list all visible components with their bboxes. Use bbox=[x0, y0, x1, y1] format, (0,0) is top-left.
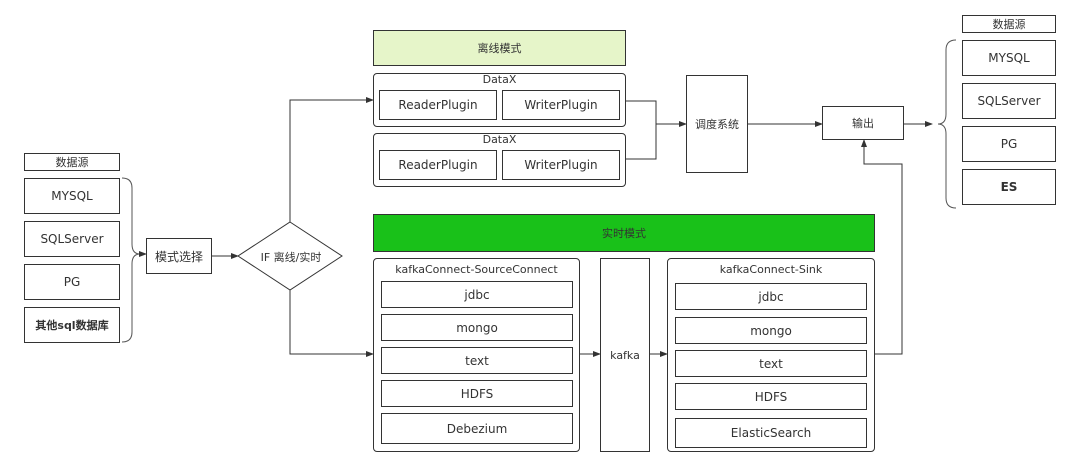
writer-plugin: WriterPlugin bbox=[502, 90, 620, 120]
kafka-box: kafka bbox=[600, 258, 650, 452]
sink-item-elasticsearch: ElasticSearch bbox=[675, 418, 867, 448]
line-datax2-out bbox=[626, 124, 657, 160]
right-source-sqlserver: SQLServer bbox=[962, 83, 1056, 119]
source-item-text: text bbox=[381, 347, 573, 374]
source-connect-group: kafkaConnect-SourceConnect jdbc mongo te… bbox=[373, 258, 580, 452]
left-source-pg: PG bbox=[24, 264, 120, 300]
decision-label: IF 离线/实时 bbox=[260, 251, 322, 264]
arrow-decision-to-realtime bbox=[289, 290, 374, 357]
datax-group-title: DataX bbox=[482, 133, 517, 146]
right-source-mysql: MYSQL bbox=[962, 40, 1056, 76]
right-source-es: ES bbox=[962, 169, 1056, 205]
arrow-sink-to-output bbox=[861, 139, 903, 355]
scheduler-box: 调度系统 bbox=[686, 75, 748, 173]
line-datax1-out bbox=[626, 100, 657, 124]
sink-title: kafkaConnect-Sink bbox=[719, 263, 823, 276]
sink-item-mongo: mongo bbox=[675, 317, 867, 344]
source-item-debezium: Debezium bbox=[381, 413, 573, 444]
source-item-mongo: mongo bbox=[381, 314, 573, 341]
left-brace bbox=[121, 177, 141, 343]
source-item-hdfs: HDFS bbox=[381, 380, 573, 407]
source-item-jdbc: jdbc bbox=[381, 281, 573, 308]
sink-group: kafkaConnect-Sink jdbc mongo text HDFS E… bbox=[667, 258, 875, 452]
left-source-sqlserver: SQLServer bbox=[24, 221, 120, 257]
datax-group-title: DataX bbox=[482, 73, 517, 86]
datax-group-1: DataX ReaderPlugin WriterPlugin bbox=[373, 73, 626, 127]
right-sources-header: 数据源 bbox=[962, 15, 1056, 33]
mode-select-box: 模式选择 bbox=[146, 238, 212, 274]
reader-plugin: ReaderPlugin bbox=[379, 90, 497, 120]
left-source-mysql: MYSQL bbox=[24, 178, 120, 214]
datax-group-2: DataX ReaderPlugin WriterPlugin bbox=[373, 133, 626, 187]
offline-banner: 离线模式 bbox=[373, 30, 626, 66]
sink-item-hdfs: HDFS bbox=[675, 383, 867, 410]
output-box: 输出 bbox=[822, 106, 904, 140]
right-source-pg: PG bbox=[962, 126, 1056, 162]
reader-plugin: ReaderPlugin bbox=[379, 150, 497, 180]
realtime-banner: 实时模式 bbox=[373, 214, 875, 252]
right-brace bbox=[937, 39, 957, 209]
arrow-decision-to-offline bbox=[289, 97, 374, 222]
left-sources-header: 数据源 bbox=[24, 153, 120, 171]
writer-plugin: WriterPlugin bbox=[502, 150, 620, 180]
left-source-other-sql: 其他sql数据库 bbox=[24, 307, 120, 343]
sink-item-text: text bbox=[675, 350, 867, 377]
source-connect-title: kafkaConnect-SourceConnect bbox=[395, 263, 558, 276]
sink-item-jdbc: jdbc bbox=[675, 283, 867, 310]
